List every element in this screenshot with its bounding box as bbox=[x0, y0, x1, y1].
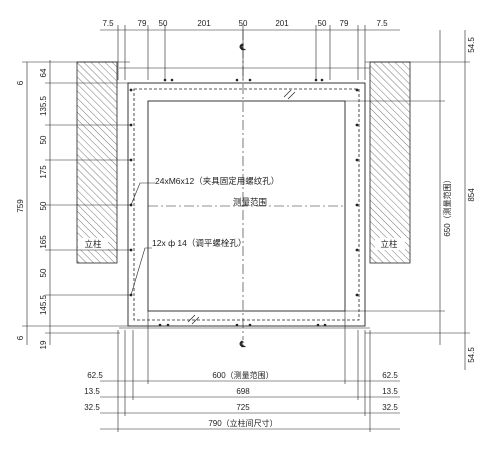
dim-right-54-5-bottom: 54.5 bbox=[467, 347, 476, 363]
dim-top-7-5-right: 7.5 bbox=[376, 19, 388, 28]
pillar-left-label: 立柱 bbox=[84, 239, 102, 249]
centerlines: ℄ ℄ bbox=[148, 30, 345, 349]
dim-bottom-32-5-left: 32.5 bbox=[84, 403, 100, 412]
corner-marks bbox=[187, 89, 296, 325]
callout-leaders bbox=[130, 182, 155, 296]
dim-bottom-600: 600（测量范围） bbox=[212, 370, 273, 380]
mounting-holes bbox=[129, 78, 359, 327]
right-dimension-lines bbox=[345, 30, 470, 370]
dim-bottom-62-5-right: 62.5 bbox=[382, 371, 398, 380]
platform-outline bbox=[119, 67, 370, 329]
dim-right-54-5-top: 54.5 bbox=[467, 37, 476, 53]
dim-left-6-top: 6 bbox=[16, 80, 25, 85]
dim-top-79-left: 79 bbox=[138, 19, 147, 28]
dim-top-79-right: 79 bbox=[340, 19, 349, 28]
dim-bottom-13-5-left: 13.5 bbox=[84, 387, 100, 396]
dim-left-165: 165 bbox=[39, 235, 48, 249]
dim-top-7-5-left: 7.5 bbox=[102, 19, 114, 28]
left-dimension-lines bbox=[22, 60, 130, 345]
pillar-left: 立柱 bbox=[76, 61, 118, 264]
centerline-bottom-mark: ℄ bbox=[239, 340, 246, 349]
dim-left-175: 175 bbox=[39, 165, 48, 179]
dim-bottom-62-5-left: 62.5 bbox=[87, 371, 103, 380]
dim-left-6-bottom: 6 bbox=[16, 335, 25, 340]
callout-leveling-holes: 12x ф 14（调平螺栓孔） bbox=[152, 238, 246, 248]
pillar-right: 立柱 bbox=[369, 61, 411, 264]
dim-top-50-b: 50 bbox=[239, 19, 248, 28]
dim-left-145-5: 145.5 bbox=[39, 294, 48, 315]
dim-left-759: 759 bbox=[16, 199, 25, 213]
dim-top-201-right: 201 bbox=[275, 19, 289, 28]
dim-bottom-725: 725 bbox=[236, 403, 250, 412]
pillar-right-label: 立柱 bbox=[380, 239, 398, 249]
dim-bottom-790: 790（立柱间尺寸） bbox=[208, 418, 277, 428]
dim-right-650: 650（测量范围） bbox=[442, 175, 452, 236]
dim-top-201-left: 201 bbox=[197, 19, 211, 28]
top-dimension-line bbox=[100, 25, 400, 80]
centerline-top-mark: ℄ bbox=[239, 43, 246, 52]
dim-left-64: 64 bbox=[39, 68, 48, 77]
measure-range-label: 测量范围 bbox=[233, 197, 267, 207]
dim-top-50-a: 50 bbox=[159, 19, 168, 28]
dim-bottom-32-5-right: 32.5 bbox=[382, 403, 398, 412]
dim-bottom-13-5-right: 13.5 bbox=[382, 387, 398, 396]
dim-top-50-c: 50 bbox=[318, 19, 327, 28]
dim-left-50-a: 50 bbox=[39, 135, 48, 144]
dim-right-854: 854 bbox=[467, 188, 476, 202]
callout-thread-holes: 24xM6x12（夹具固定用螺纹孔） bbox=[155, 176, 279, 186]
dim-bottom-698: 698 bbox=[236, 387, 250, 396]
dim-left-135-5: 135.5 bbox=[39, 95, 48, 116]
bottom-dimension-lines bbox=[100, 311, 400, 432]
dim-left-50-b: 50 bbox=[39, 201, 48, 210]
dim-left-50-c: 50 bbox=[39, 268, 48, 277]
dim-left-19: 19 bbox=[39, 340, 48, 349]
